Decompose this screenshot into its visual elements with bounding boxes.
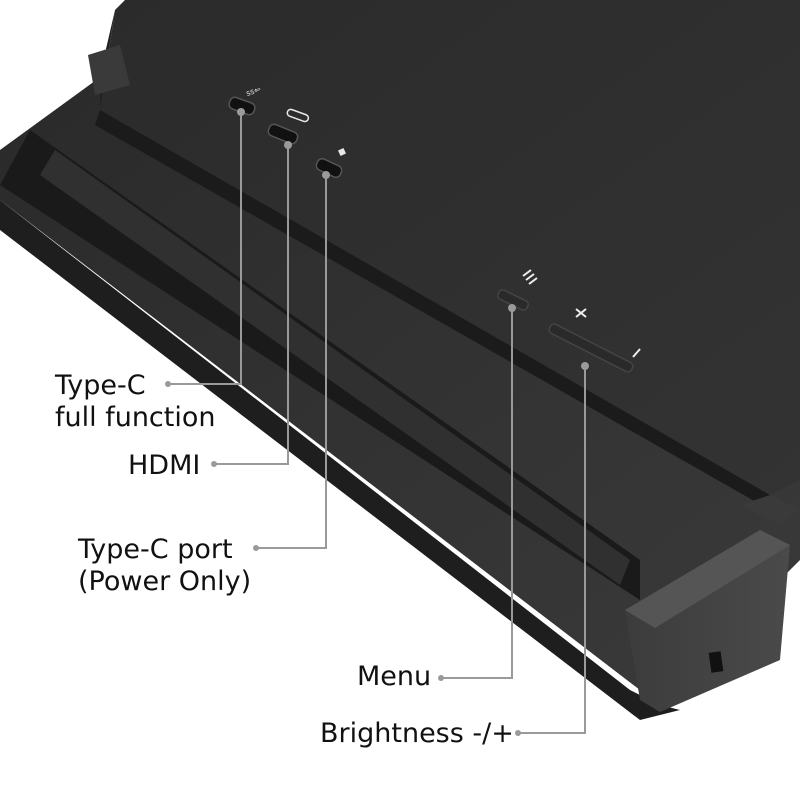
callout-brightness: Brightness -/+ <box>320 718 514 750</box>
callout-lines <box>168 112 586 734</box>
hdmi-icon <box>286 108 310 123</box>
brightness-rocker[interactable] <box>548 323 635 374</box>
callout-type-c-full-line2: full function <box>55 402 216 433</box>
callout-brightness-line1: Brightness -/+ <box>320 718 514 749</box>
callout-type-c-power-line2: (Power Only) <box>78 566 252 597</box>
callout-type-c-full-line1: Type-C <box>55 370 146 401</box>
callout-hdmi: HDMI <box>128 450 200 482</box>
callout-type-c-power-line1: Type-C port <box>78 534 233 565</box>
callout-type-c-full: Type-C full function <box>55 370 216 434</box>
callout-menu: Menu <box>357 661 431 693</box>
callout-dots <box>165 108 589 736</box>
power-icon <box>338 148 346 156</box>
callout-type-c-power: Type-C port (Power Only) <box>78 534 251 598</box>
callout-menu-line1: Menu <box>357 661 432 692</box>
plus-icon <box>575 308 587 318</box>
kensington-slot <box>708 651 724 673</box>
callout-hdmi-line1: HDMI <box>128 450 201 481</box>
hdmi-port <box>267 123 299 145</box>
menu-icon <box>522 269 538 285</box>
minus-icon <box>632 348 641 358</box>
